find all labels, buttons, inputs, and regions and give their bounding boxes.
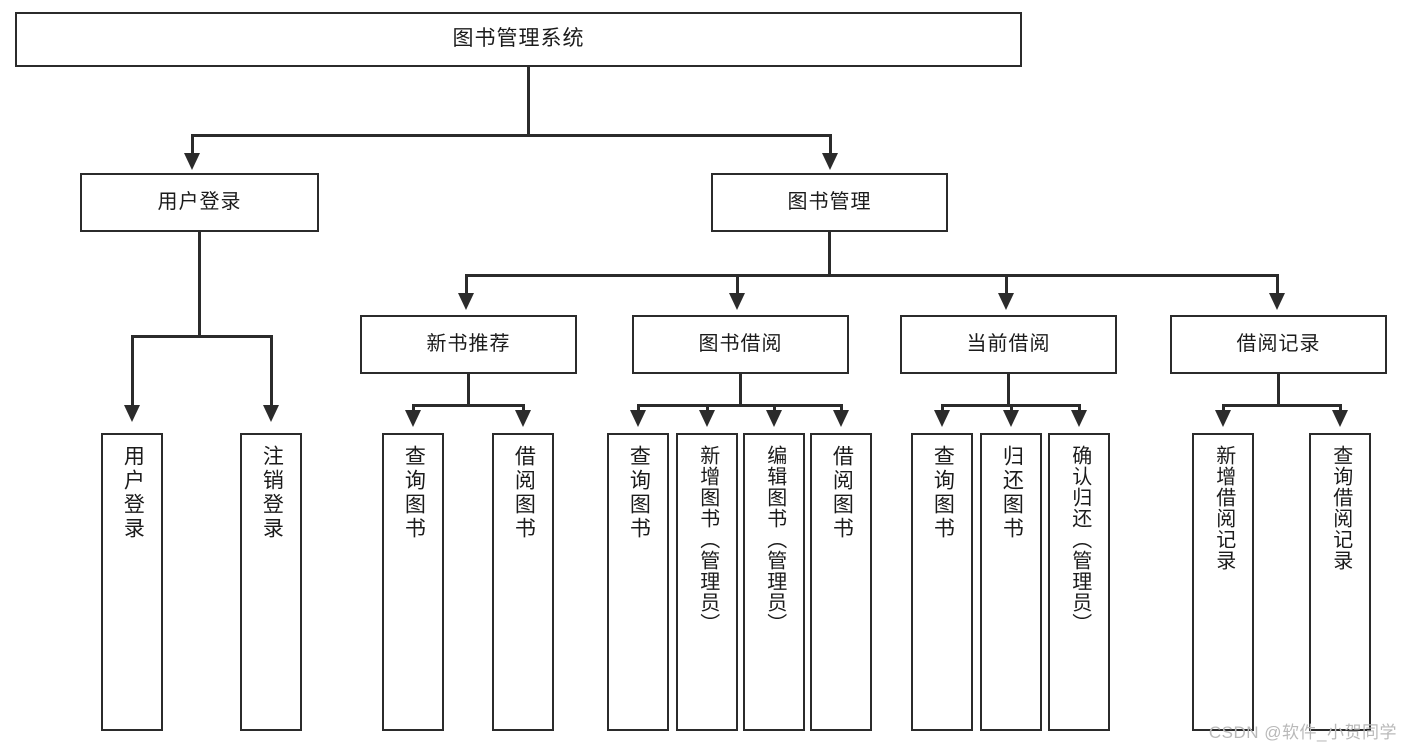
node-user-login-label: 用户登录 — [157, 191, 242, 213]
connector-books-to-n1 — [465, 274, 468, 296]
connector-root-stem — [527, 67, 530, 134]
arrow-borrow-to-l1 — [630, 410, 646, 427]
arrow-current-to-l2 — [1003, 410, 1019, 427]
connector-record-to-l2 — [1339, 404, 1342, 412]
connector-user-bus — [131, 335, 273, 338]
connector-current-to-l1 — [941, 404, 944, 412]
leaf-query-borrow-record[interactable]: 查询借阅记录 — [1309, 433, 1371, 731]
node-root[interactable]: 图书管理系统 — [15, 12, 1022, 67]
connector-books-to-n3 — [1005, 274, 1008, 296]
connector-recommend-bus — [412, 404, 525, 407]
node-user-login[interactable]: 用户登录 — [80, 173, 319, 232]
node-current-borrow-label: 当前借阅 — [966, 333, 1051, 355]
connector-root-to-books — [829, 134, 832, 156]
connector-recommend-stem — [467, 374, 470, 404]
leaf-logout-label: 注销登录 — [260, 445, 284, 541]
arrow-record-to-l2 — [1332, 410, 1348, 427]
leaf-confirm-return-admin-label: 确认归还（管理员） — [1068, 445, 1091, 634]
connector-recommend-to-l2 — [522, 404, 525, 412]
leaf-query-book-borrow[interactable]: 查询图书 — [607, 433, 669, 731]
arrow-recommend-to-l1 — [405, 410, 421, 427]
connector-root-to-user — [191, 134, 194, 156]
leaf-user-login-label: 用户登录 — [121, 445, 145, 541]
leaf-add-book-admin-label: 新增图书（管理员） — [696, 445, 719, 634]
connector-books-to-n4 — [1276, 274, 1279, 296]
arrow-user-to-leaf2 — [263, 405, 279, 422]
connector-record-stem — [1277, 374, 1280, 404]
node-borrow-record[interactable]: 借阅记录 — [1170, 315, 1387, 374]
arrow-books-to-n2 — [729, 293, 745, 310]
arrow-borrow-to-l3 — [766, 410, 782, 427]
connector-borrow-to-l3 — [773, 404, 776, 412]
arrow-current-to-l3 — [1071, 410, 1087, 427]
leaf-borrow-book[interactable]: 借阅图书 — [810, 433, 872, 731]
leaf-borrow-book-recommend-label: 借阅图书 — [512, 445, 536, 541]
node-new-book-recommend[interactable]: 新书推荐 — [360, 315, 577, 374]
arrow-root-to-books — [822, 153, 838, 170]
leaf-return-book[interactable]: 归还图书 — [980, 433, 1042, 731]
leaf-query-book-borrow-label: 查询图书 — [627, 445, 651, 541]
node-book-management-label: 图书管理 — [787, 191, 872, 213]
node-book-borrow-label: 图书借阅 — [698, 333, 783, 355]
leaf-confirm-return-admin[interactable]: 确认归还（管理员） — [1048, 433, 1110, 731]
connector-borrow-stem — [739, 374, 742, 404]
arrow-user-to-leaf1 — [124, 405, 140, 422]
connector-record-bus — [1222, 404, 1342, 407]
arrow-recommend-to-l2 — [515, 410, 531, 427]
leaf-edit-book-admin[interactable]: 编辑图书（管理员） — [743, 433, 805, 731]
connector-current-to-l3 — [1078, 404, 1081, 412]
connector-borrow-to-l2 — [706, 404, 709, 412]
connector-user-to-leaf2 — [270, 335, 273, 407]
connector-record-to-l1 — [1222, 404, 1225, 412]
arrow-books-to-n1 — [458, 293, 474, 310]
node-borrow-record-label: 借阅记录 — [1236, 333, 1321, 355]
node-book-borrow[interactable]: 图书借阅 — [632, 315, 849, 374]
connector-current-stem — [1007, 374, 1010, 404]
arrow-borrow-to-l4 — [833, 410, 849, 427]
arrow-books-to-n4 — [1269, 293, 1285, 310]
node-root-label: 图书管理系统 — [452, 27, 585, 51]
node-book-management[interactable]: 图书管理 — [711, 173, 948, 232]
connector-borrow-bus — [637, 404, 843, 407]
leaf-query-book-current[interactable]: 查询图书 — [911, 433, 973, 731]
leaf-add-borrow-record[interactable]: 新增借阅记录 — [1192, 433, 1254, 731]
arrow-record-to-l1 — [1215, 410, 1231, 427]
connector-borrow-to-l4 — [840, 404, 843, 412]
leaf-return-book-label: 归还图书 — [1000, 445, 1024, 541]
node-current-borrow[interactable]: 当前借阅 — [900, 315, 1117, 374]
connector-recommend-to-l1 — [412, 404, 415, 412]
leaf-logout[interactable]: 注销登录 — [240, 433, 302, 731]
connector-borrow-to-l1 — [637, 404, 640, 412]
arrow-borrow-to-l2 — [699, 410, 715, 427]
leaf-user-login[interactable]: 用户登录 — [101, 433, 163, 731]
connector-root-bus — [191, 134, 831, 137]
leaf-borrow-book-label: 借阅图书 — [830, 445, 854, 541]
connector-current-to-l2 — [1010, 404, 1013, 412]
connector-user-to-leaf1 — [131, 335, 134, 407]
connector-books-to-n2 — [736, 274, 739, 296]
leaf-borrow-book-recommend[interactable]: 借阅图书 — [492, 433, 554, 731]
connector-books-bus — [465, 274, 1279, 277]
connector-user-stem — [198, 232, 201, 335]
leaf-edit-book-admin-label: 编辑图书（管理员） — [763, 445, 786, 634]
leaf-query-borrow-record-label: 查询借阅记录 — [1329, 445, 1352, 571]
leaf-add-borrow-record-label: 新增借阅记录 — [1212, 445, 1235, 571]
watermark-text: CSDN @软件_小贺同学 — [1208, 723, 1397, 742]
leaf-query-book-current-label: 查询图书 — [931, 445, 955, 541]
node-new-book-recommend-label: 新书推荐 — [426, 333, 511, 355]
arrow-root-to-user — [184, 153, 200, 170]
leaf-query-book-recommend[interactable]: 查询图书 — [382, 433, 444, 731]
arrow-current-to-l1 — [934, 410, 950, 427]
leaf-add-book-admin[interactable]: 新增图书（管理员） — [676, 433, 738, 731]
leaf-query-book-recommend-label: 查询图书 — [402, 445, 426, 541]
arrow-books-to-n3 — [998, 293, 1014, 310]
connector-books-stem — [828, 232, 831, 274]
